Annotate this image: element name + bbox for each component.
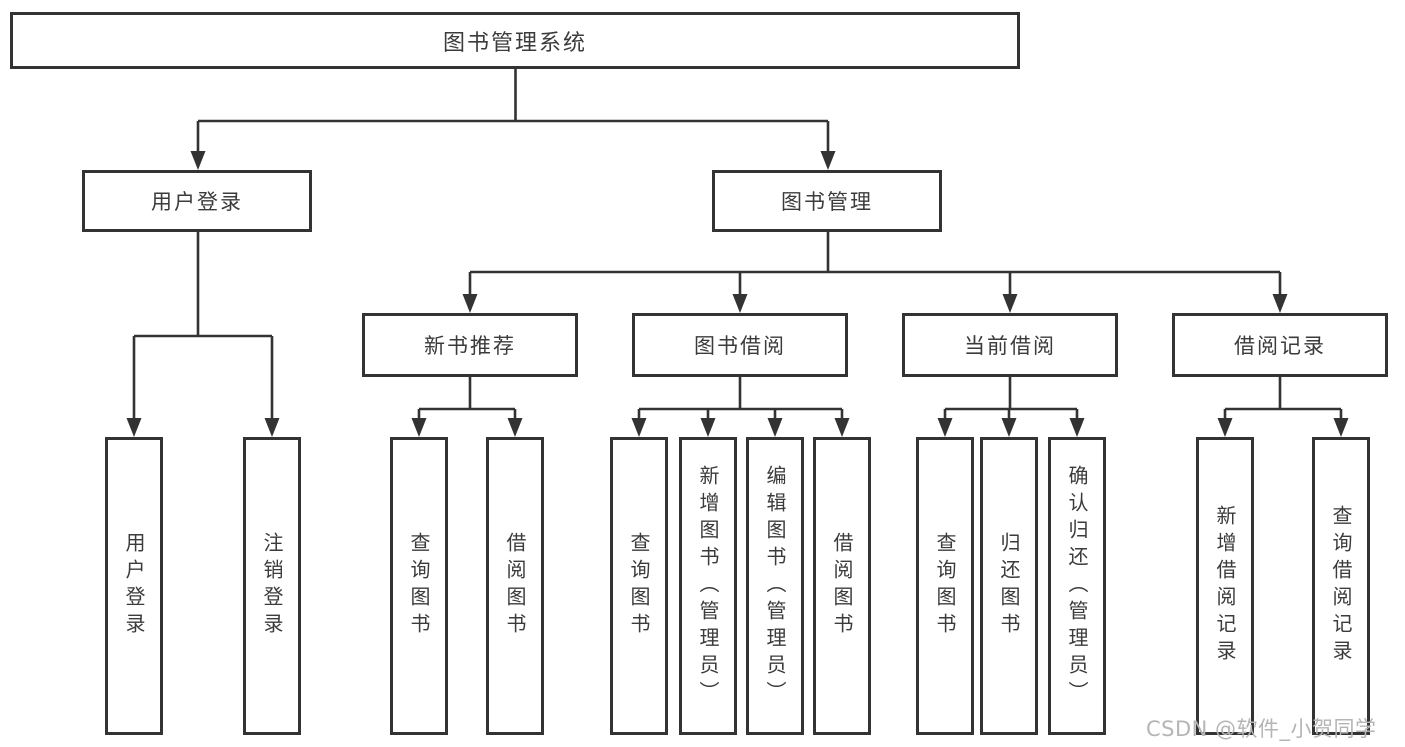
leaf-confirm-return-admin: 确认归还（管理员） — [1048, 437, 1106, 735]
connector-book-management — [468, 232, 1282, 298]
leaf-user-login: 用户登录 — [105, 437, 163, 735]
node-new-book-recommend: 新书推荐 — [362, 313, 578, 377]
csdn-watermark: CSDN @软件_小贺同学 — [1146, 717, 1377, 741]
leaf-logout: 注销登录 — [243, 437, 301, 735]
leaf-edit-book-admin: 编辑图书（管理员） — [746, 437, 804, 735]
connector-current-borrow — [943, 377, 1079, 421]
node-current-borrow: 当前借阅 — [902, 313, 1118, 377]
leaf-query-borrow-record: 查询借阅记录 — [1312, 437, 1370, 735]
connector-root — [196, 68, 830, 154]
leaf-add-book-admin: 新增图书（管理员） — [679, 437, 737, 735]
leaf-query-book-1: 查询图书 — [390, 437, 448, 735]
node-user-login: 用户登录 — [82, 170, 312, 232]
leaf-query-book-2: 查询图书 — [610, 437, 668, 735]
node-book-management: 图书管理 — [712, 170, 942, 232]
leaf-borrow-book-1: 借阅图书 — [486, 437, 544, 735]
leaf-return-book: 归还图书 — [980, 437, 1038, 735]
connector-borrow-record — [1223, 377, 1343, 421]
node-book-borrow: 图书借阅 — [632, 313, 848, 377]
connector-book-borrow — [637, 377, 844, 421]
connector-new-book — [417, 377, 517, 421]
leaf-query-book-3: 查询图书 — [916, 437, 974, 735]
connector-user-login — [132, 232, 274, 421]
leaf-borrow-book-2: 借阅图书 — [813, 437, 871, 735]
leaf-add-borrow-record: 新增借阅记录 — [1196, 437, 1254, 735]
node-library-system: 图书管理系统 — [10, 12, 1020, 69]
node-borrow-record: 借阅记录 — [1172, 313, 1388, 377]
